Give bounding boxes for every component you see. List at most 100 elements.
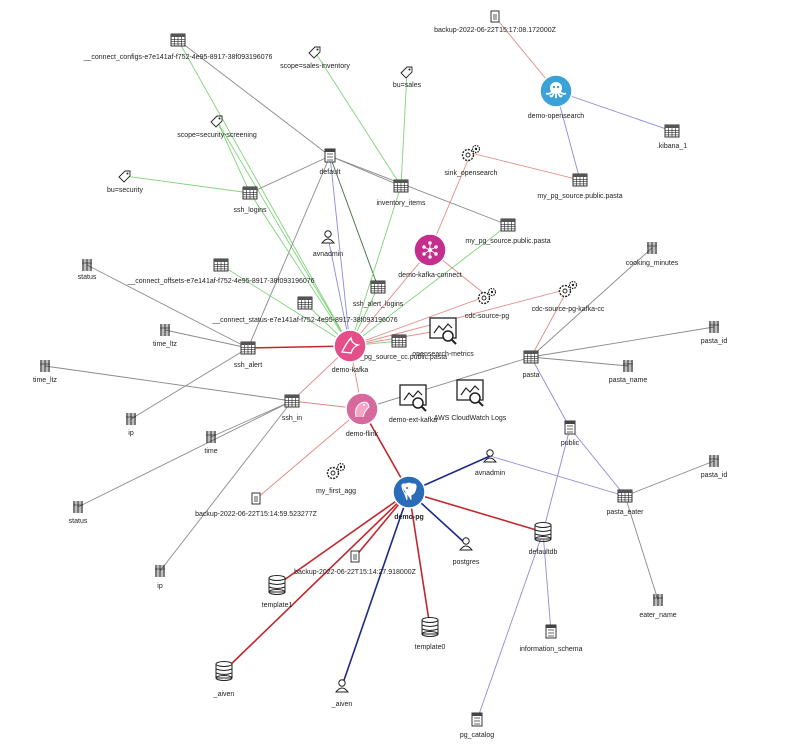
node-connect_configs[interactable]: __connect_configs-e7e141af-f752-4e95-891… xyxy=(83,33,273,61)
edge-demo_pg-template0 xyxy=(408,491,431,628)
node-pasta_eater[interactable]: pasta_eater xyxy=(607,489,645,516)
node-status2[interactable]: status xyxy=(69,501,88,525)
node-backup_os[interactable]: backup-2022-06-22T15:17:08.172000Z xyxy=(434,10,557,34)
edge-ssh_logins-demo_kafka xyxy=(249,192,351,347)
column-icon xyxy=(709,455,719,467)
column-icon xyxy=(647,242,657,254)
node-pasta_id2[interactable]: pasta_id xyxy=(701,455,728,479)
node-information_schema[interactable]: information_schema xyxy=(519,624,583,653)
node-my_pg_source_cc[interactable]: my_pg_source_cc.public.pasta xyxy=(351,334,447,361)
node-avnadmin_pg[interactable]: avnadmin xyxy=(475,449,505,477)
node-label: pg_catalog xyxy=(460,732,494,739)
integration-icon xyxy=(429,317,457,345)
node-cdc_source_pg_kafka_cc[interactable]: cdc-source-pg-kafka-cc xyxy=(532,280,605,314)
node-aiven_user[interactable]: _aiven xyxy=(331,679,353,708)
edge-sink_opensearch-demo_kafka_connect xyxy=(429,152,472,251)
user-icon xyxy=(334,679,350,693)
edge-demo_pg-template1 xyxy=(276,491,410,586)
node-ssh_logins[interactable]: ssh_logins xyxy=(233,186,267,214)
node-demo_kafka_connect[interactable]: demo-kafka-connect xyxy=(398,233,462,279)
node-pasta_name[interactable]: pasta_name xyxy=(609,360,648,384)
node-eater_name[interactable]: eater_name xyxy=(639,594,677,619)
edge-defaultdb-pg_catalog xyxy=(476,531,544,721)
node-cdc_source_pg[interactable]: cdc-source-pg xyxy=(465,287,509,321)
node-label: template1 xyxy=(262,602,293,609)
user-icon xyxy=(458,537,474,551)
node-aws_cloudwatch[interactable]: AWS CloudWatch Logs xyxy=(434,379,507,422)
edge-bu_security-ssh_logins xyxy=(124,175,251,194)
edge-demo_pg-aiven_db xyxy=(223,491,410,672)
node-ssh_in[interactable]: ssh_in xyxy=(282,394,302,422)
node-ssh_alert[interactable]: ssh_alert xyxy=(234,341,262,369)
node-backup_kafka[interactable]: backup-2022-06-22T15:14:59.523277Z xyxy=(195,492,318,518)
node-label: public xyxy=(561,440,580,447)
node-os_pasta[interactable]: my_pg_source.public.pasta xyxy=(537,173,623,200)
node-label: AWS CloudWatch Logs xyxy=(434,415,507,422)
edge-ssh_alert-status1 xyxy=(86,264,249,349)
node-opensearch_metrics[interactable]: opensearch-metrics xyxy=(412,317,474,358)
node-label: my_first_agg xyxy=(316,488,356,495)
node-label: avnadmin xyxy=(313,251,343,258)
node-kibana[interactable]: .kibana_1 xyxy=(657,124,687,150)
node-status1[interactable]: status xyxy=(78,259,97,281)
node-pasta[interactable]: pasta xyxy=(522,350,540,379)
node-label: pasta_eater xyxy=(607,509,645,516)
node-public[interactable]: public xyxy=(561,420,580,447)
node-connect_offsets[interactable]: __connect_offsets-e7e141af-f752-4e95-891… xyxy=(126,258,315,285)
user-icon xyxy=(482,449,498,463)
node-ssh_alert_logins[interactable]: ssh_alert_logins xyxy=(353,280,404,308)
node-scope_sales[interactable]: scope=sales-inventory xyxy=(280,46,350,70)
node-label: pasta_id xyxy=(701,338,728,345)
node-ip1[interactable]: ip xyxy=(126,413,136,437)
node-label: ip xyxy=(128,430,134,437)
node-label: ssh_alert_logins xyxy=(353,301,404,308)
node-demo_pg[interactable]: demo-pg xyxy=(392,475,426,521)
node-pasta_id1[interactable]: pasta_id xyxy=(701,321,728,345)
node-demo_kafka[interactable]: demo-kafka xyxy=(332,329,369,374)
node-scope_security[interactable]: scope=security-screening xyxy=(177,115,257,139)
node-postgres[interactable]: postgres xyxy=(453,537,480,566)
node-template0[interactable]: template0 xyxy=(415,617,446,652)
node-label: status xyxy=(78,274,97,281)
node-demo_ext_kafka[interactable]: demo-ext-kafka xyxy=(389,384,437,424)
node-label: my_pg_source.public.pasta xyxy=(465,238,550,245)
node-bu_security[interactable]: bu=security xyxy=(107,170,143,194)
edge-demo_pg-defaultdb xyxy=(408,491,544,533)
node-label: ssh_in xyxy=(282,415,302,422)
node-defaultdb[interactable]: defaultdb xyxy=(529,522,558,557)
node-time_ltz1[interactable]: time_ltz xyxy=(153,324,178,348)
node-ip2[interactable]: ip xyxy=(155,565,165,590)
schema-icon xyxy=(545,624,557,639)
schema-icon xyxy=(324,148,336,163)
database-icon xyxy=(268,575,286,595)
node-template1[interactable]: template1 xyxy=(262,575,293,610)
node-label: eater_name xyxy=(639,612,676,619)
node-time[interactable]: time xyxy=(204,431,218,455)
node-demo_flink[interactable]: demo-flink xyxy=(345,392,379,438)
node-pg_catalog[interactable]: pg_catalog xyxy=(460,712,494,739)
node-mypg_pasta_topic[interactable]: my_pg_source.public.pasta xyxy=(465,218,551,245)
node-connect_status[interactable]: __connect_status-e7e141af-f752-4e95-8917… xyxy=(211,296,398,324)
node-bu_sales[interactable]: bu=sales xyxy=(393,66,422,89)
node-label: postgres xyxy=(453,559,480,566)
node-default[interactable]: default xyxy=(319,148,341,176)
table-icon xyxy=(617,489,633,503)
connector-icon xyxy=(461,144,481,162)
node-inventory_items[interactable]: inventory_items xyxy=(376,179,426,207)
node-label: backup-2022-06-22T15:14:59.523277Z xyxy=(195,511,318,518)
node-label: ssh_alert xyxy=(234,362,262,369)
node-demo_opensearch[interactable]: demo-opensearch xyxy=(528,74,585,120)
node-label: demo-opensearch xyxy=(528,113,585,120)
node-sink_opensearch[interactable]: sink_opensearch xyxy=(445,144,498,178)
node-avnadmin_kafka[interactable]: avnadmin xyxy=(313,230,343,258)
node-time_ltz2[interactable]: time_ltz xyxy=(33,360,58,384)
node-my_first_agg[interactable]: my_first_agg xyxy=(316,462,356,496)
column-icon xyxy=(160,324,170,336)
node-backup_pg[interactable]: backup-2022-06-22T15:14:27.918000Z xyxy=(294,550,417,576)
node-cooking_minutes[interactable]: cooking_minutes xyxy=(626,242,679,267)
edge-scope_sales-inventory_items xyxy=(314,51,402,187)
edge-pasta-public xyxy=(530,356,571,429)
node-aiven_db[interactable]: _aiven xyxy=(213,661,235,699)
schema-icon xyxy=(471,712,483,727)
